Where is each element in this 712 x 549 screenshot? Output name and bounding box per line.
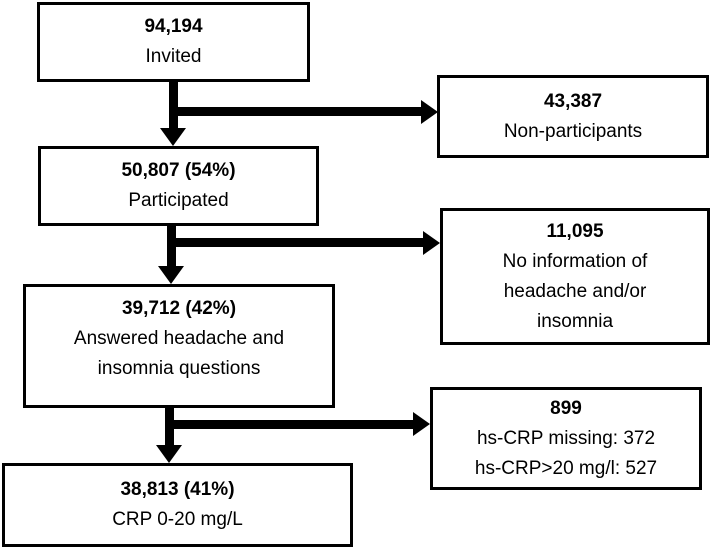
flow-box-crp-excluded: 899 hs-CRP missing: 372 hs-CRP>20 mg/l: …	[430, 387, 702, 490]
flow-box-answered: 39,712 (42%) Answered headache and insom…	[23, 284, 335, 408]
arrow-participated-to-answered-head-icon	[158, 266, 184, 284]
arrow-answered-to-crp-head-icon	[156, 445, 182, 463]
flow-box-crp-included: 38,813 (41%) CRP 0-20 mg/L	[2, 463, 353, 547]
crp-excluded-count: 899	[550, 397, 582, 419]
arrow-to-non-participants-shaft	[169, 107, 421, 116]
participated-count: 50,807 (54%)	[121, 160, 236, 181]
answered-label-line1: Answered headache and	[73, 328, 285, 349]
arrow-invited-to-participated-shaft	[169, 80, 178, 128]
no-information-label-line1: No information of	[502, 250, 648, 272]
flow-box-participated: 50,807 (54%) Participated	[38, 146, 319, 226]
flow-box-invited: 94,194 Invited	[37, 2, 310, 82]
invited-label: Invited	[145, 46, 202, 67]
no-information-count: 11,095	[546, 220, 604, 242]
crp-included-label: CRP 0-20 mg/L	[112, 509, 243, 530]
non-participants-count: 43,387	[543, 90, 603, 112]
arrow-to-crp-excluded-shaft	[165, 420, 413, 429]
arrow-to-no-information-shaft	[167, 238, 423, 247]
flow-box-non-participants: 43,387 Non-participants	[437, 75, 709, 158]
invited-count: 94,194	[144, 16, 203, 37]
no-information-label-line3: insomnia	[536, 310, 614, 332]
participated-label: Participated	[128, 190, 229, 211]
arrow-to-no-information-head-icon	[423, 231, 440, 255]
answered-count: 39,712 (42%)	[121, 298, 237, 319]
arrow-invited-to-participated-head-icon	[160, 128, 186, 146]
no-information-label-line2: headache and/or	[503, 280, 647, 302]
arrow-to-crp-excluded-head-icon	[413, 412, 430, 436]
answered-label-line2: insomnia questions	[97, 358, 261, 379]
non-participants-label: Non-participants	[503, 120, 643, 142]
crp-included-count: 38,813 (41%)	[120, 479, 235, 500]
crp-excluded-label-line1: hs-CRP missing: 372	[476, 427, 656, 449]
arrow-to-non-participants-head-icon	[421, 100, 438, 124]
flow-box-no-information: 11,095 No information of headache and/or…	[440, 208, 710, 345]
crp-excluded-label-line2: hs-CRP>20 mg/l: 527	[474, 457, 658, 479]
